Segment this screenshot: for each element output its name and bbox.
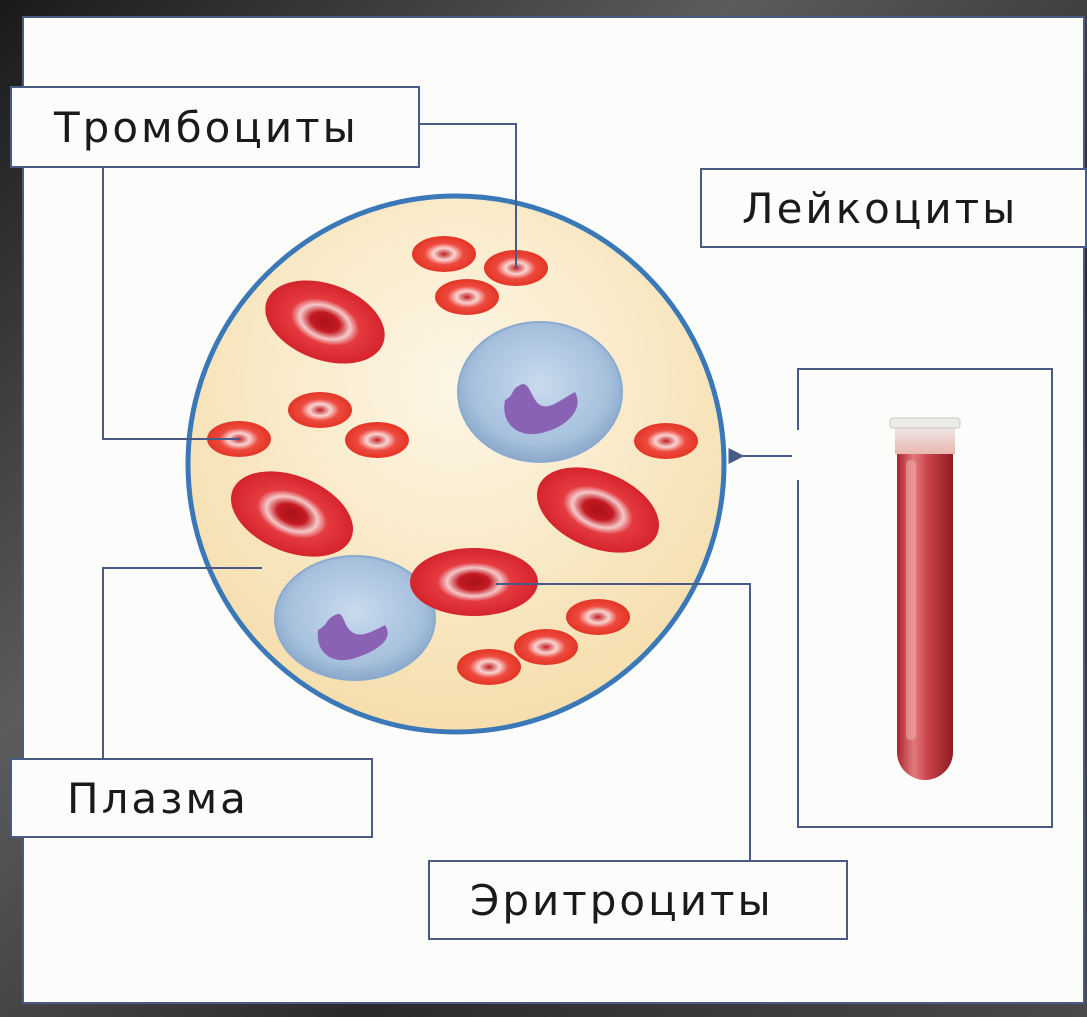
platelet-cell [435, 279, 499, 315]
erythrocyte-cell [410, 548, 538, 616]
leukocyte-cell [458, 322, 622, 462]
platelet-cell [412, 236, 476, 272]
platelets-label: Тромбоциты [10, 86, 420, 168]
platelet-cell [345, 422, 409, 458]
leukocyte-cell [275, 556, 435, 680]
plasma-label: Плазма [10, 758, 373, 838]
erythrocytes-label: Эритроциты [428, 860, 848, 940]
platelet-cell [288, 392, 352, 428]
platelet-cell [457, 649, 521, 685]
leukocytes-label: Лейкоциты [700, 168, 1087, 248]
platelet-cell [514, 629, 578, 665]
blood-sample-circle [188, 196, 724, 732]
platelet-cell [634, 423, 698, 459]
platelet-cell [566, 599, 630, 635]
test-tube [890, 418, 960, 780]
